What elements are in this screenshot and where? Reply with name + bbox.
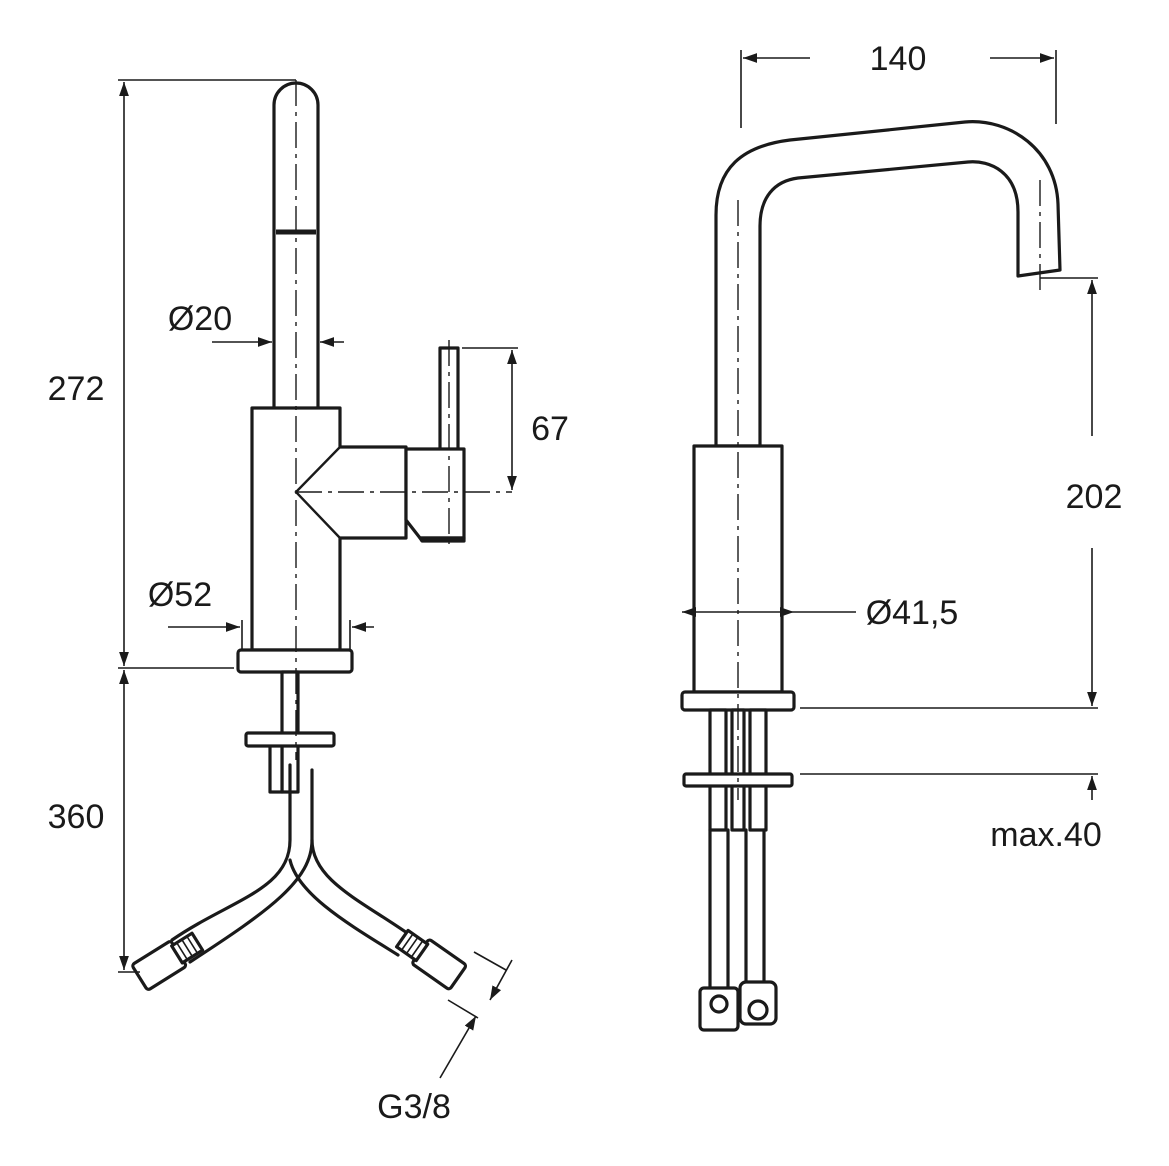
side-shank-left — [708, 708, 728, 832]
front-base-ring — [236, 648, 354, 674]
front-thread-dim-line — [489, 959, 513, 1001]
front-fixing-plate — [244, 731, 336, 748]
front-body-diameter-label: Ø52 — [148, 576, 212, 614]
front-total-height-label: 272 — [48, 370, 105, 408]
front-view: 272 360 Ø20 67 Ø52 G3/8 — [48, 79, 569, 1126]
front-connection-thread-label: G3/8 — [377, 1088, 451, 1126]
front-shank-rod — [268, 740, 284, 794]
front-thread-leader — [439, 1015, 477, 1079]
front-lever-notch — [418, 536, 466, 543]
front-lever-cap — [404, 447, 466, 540]
front-body — [250, 406, 408, 652]
side-view: 140 202 Ø41,5 max.40 — [680, 40, 1123, 1032]
front-connector-right — [394, 928, 468, 991]
side-connector-right — [738, 980, 778, 1026]
front-connector-left — [131, 931, 205, 991]
front-hose-right-outer — [288, 858, 400, 957]
front-spout-diameter-label: Ø20 — [168, 300, 232, 338]
side-max-thickness-label: max.40 — [990, 816, 1102, 854]
front-hose-right — [310, 838, 412, 937]
front-under-counter-label: 360 — [48, 798, 105, 836]
front-hose-left — [170, 763, 292, 942]
side-shank-right — [748, 708, 768, 832]
side-body-diameter-label: Ø41,5 — [866, 594, 959, 632]
side-connector-left — [698, 986, 740, 1032]
front-lever-height-label: 67 — [531, 410, 569, 448]
front-hose-left-inner — [188, 768, 314, 964]
side-spout — [714, 120, 1062, 448]
side-outlet-height-label: 202 — [1066, 478, 1123, 516]
side-spout-reach-label: 140 — [870, 40, 927, 78]
